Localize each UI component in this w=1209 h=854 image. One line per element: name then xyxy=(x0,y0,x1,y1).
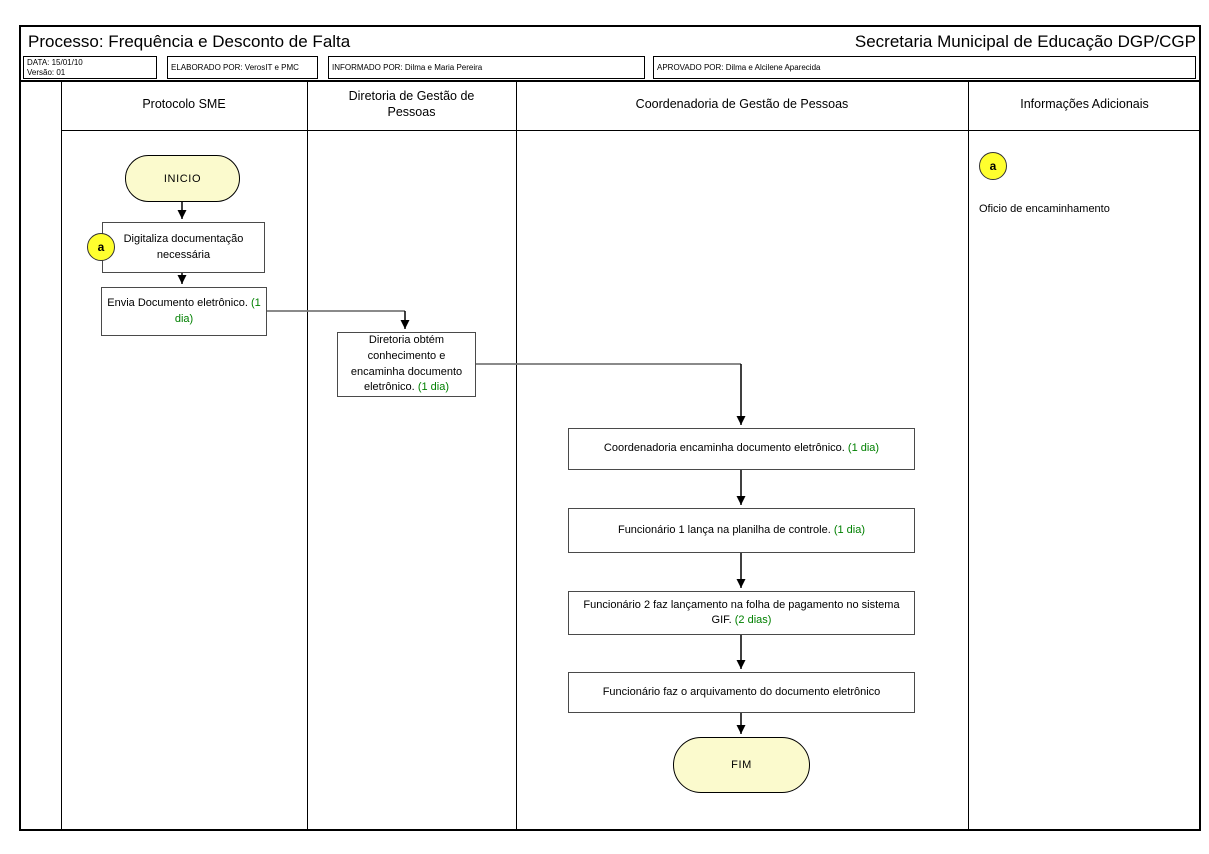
meta-approved-line: APROVADO POR: Dilma e Alcilene Aparecida xyxy=(657,62,821,72)
task-text: Funcionário faz o arquivamento do docume… xyxy=(602,685,881,698)
org-title: Secretaria Municipal de Educação DGP/CGP xyxy=(854,32,1196,51)
task-diretoria-obtem-conhecimento: Diretoria obtém conhecimento e encaminha… xyxy=(337,332,476,397)
start-node-inicio: INICIO xyxy=(125,155,240,202)
annotation-note-oficio: Oficio de encaminhamento xyxy=(979,203,1110,215)
annotation-marker-a: a xyxy=(87,233,115,261)
process-title: Processo: Frequência e Desconto de Falta xyxy=(28,32,351,51)
task-duration: (1 dia) xyxy=(417,381,449,394)
annotation-letter: a xyxy=(989,159,997,173)
task-funcionario1-planilha: Funcionário 1 lança na planilha de contr… xyxy=(568,508,915,553)
task-text-wrap: Diretoria obtém conhecimento e encaminha… xyxy=(343,333,470,397)
lane-header-protocolo-sme: Protocolo SME xyxy=(61,80,307,130)
swimlane-top-border xyxy=(19,80,1201,82)
meta-version-line: Versão: 01 xyxy=(27,67,66,77)
end-node-fim: FIM xyxy=(673,737,810,793)
lane-divider xyxy=(61,80,62,831)
task-envia-documento: Envia Documento eletrônico. (1 dia) xyxy=(101,287,267,336)
lane-header-divider xyxy=(61,130,1201,131)
task-text-wrap: Envia Documento eletrônico. (1 dia) xyxy=(107,296,261,327)
lane-divider xyxy=(516,80,517,831)
task-duration: (2 dias) xyxy=(734,614,772,626)
lane-header-diretoria: Diretoria de Gestão de Pessoas xyxy=(307,80,516,130)
lane-label: Informações Adicionais xyxy=(1020,97,1149,112)
lane-divider xyxy=(968,80,969,831)
annotation-letter: a xyxy=(97,240,105,254)
meta-box-date: DATA: 15/01/10 Versão: 01 xyxy=(23,56,157,79)
lane-label: Diretoria de Gestão de Pessoas xyxy=(348,89,475,119)
task-text: Funcionário 2 faz lançamento na folha de… xyxy=(583,598,900,626)
task-text-wrap: Funcionário 1 lança na planilha de contr… xyxy=(618,523,865,538)
start-label: INICIO xyxy=(163,172,202,185)
task-text: Digitaliza documentação necessária xyxy=(123,233,244,261)
task-text-wrap: Coordenadoria encaminha documento eletrô… xyxy=(604,441,879,456)
task-coordenadoria-encaminha: Coordenadoria encaminha documento eletrô… xyxy=(568,428,915,470)
task-duration: (1 dia) xyxy=(833,523,866,536)
task-duration: (1 dia) xyxy=(174,297,261,325)
page-border xyxy=(19,25,1201,831)
meta-elaborated-line: ELABORADO POR: VerosIT e PMC xyxy=(171,62,299,72)
lane-divider xyxy=(307,80,308,831)
task-duration: (1 dia) xyxy=(847,442,880,455)
task-text: Funcionário 1 lança na planilha de contr… xyxy=(617,523,831,536)
annotation-marker-a-note: a xyxy=(979,152,1007,180)
task-text: Coordenadoria encaminha documento eletrô… xyxy=(603,442,845,455)
meta-date-line: DATA: 15/01/10 xyxy=(27,57,83,67)
task-text: Envia Documento eletrônico. xyxy=(107,297,248,310)
task-funcionario2-folha-pagamento: Funcionário 2 faz lançamento na folha de… xyxy=(568,591,915,635)
lane-header-informacoes-adicionais: Informações Adicionais xyxy=(968,80,1201,130)
meta-box-approved: APROVADO POR: Dilma e Alcilene Aparecida xyxy=(653,56,1196,79)
task-text: Diretoria obtém conhecimento e encaminha… xyxy=(350,333,463,394)
end-label: FIM xyxy=(731,759,752,771)
lane-label: Coordenadoria de Gestão de Pessoas xyxy=(635,97,849,112)
meta-informed-line: INFORMADO POR: Dilma e Maria Pereira xyxy=(332,62,483,72)
meta-box-informed: INFORMADO POR: Dilma e Maria Pereira xyxy=(328,56,645,79)
task-arquivamento-documento: Funcionário faz o arquivamento do docume… xyxy=(568,672,915,713)
task-digitaliza-documentacao: Digitaliza documentação necessária xyxy=(102,222,265,273)
lane-header-coordenadoria: Coordenadoria de Gestão de Pessoas xyxy=(516,80,968,130)
lane-label: Protocolo SME xyxy=(142,97,226,112)
task-text-wrap: Funcionário 2 faz lançamento na folha de… xyxy=(574,598,909,629)
meta-box-elaborated: ELABORADO POR: VerosIT e PMC xyxy=(167,56,318,79)
